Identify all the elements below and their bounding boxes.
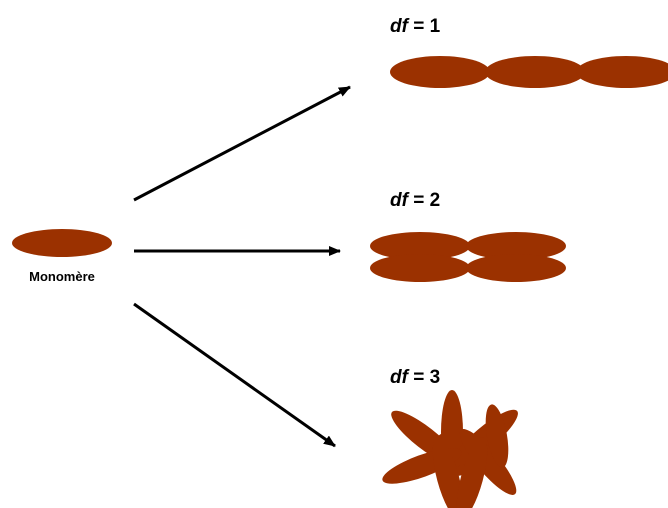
df2-planar-cluster: [370, 232, 566, 282]
monomer-label: Monomère: [29, 269, 95, 284]
df2-label: df = 2: [390, 190, 440, 211]
arrow-to-df1: [133, 85, 351, 202]
df3-label: df = 3: [390, 367, 440, 388]
df1-label: df = 1: [390, 16, 441, 37]
arrow-to-df3: [133, 302, 336, 448]
df3-compact-cluster: [382, 390, 518, 508]
df1-linear-chain: [390, 56, 668, 88]
monomer-particle: [12, 229, 112, 257]
